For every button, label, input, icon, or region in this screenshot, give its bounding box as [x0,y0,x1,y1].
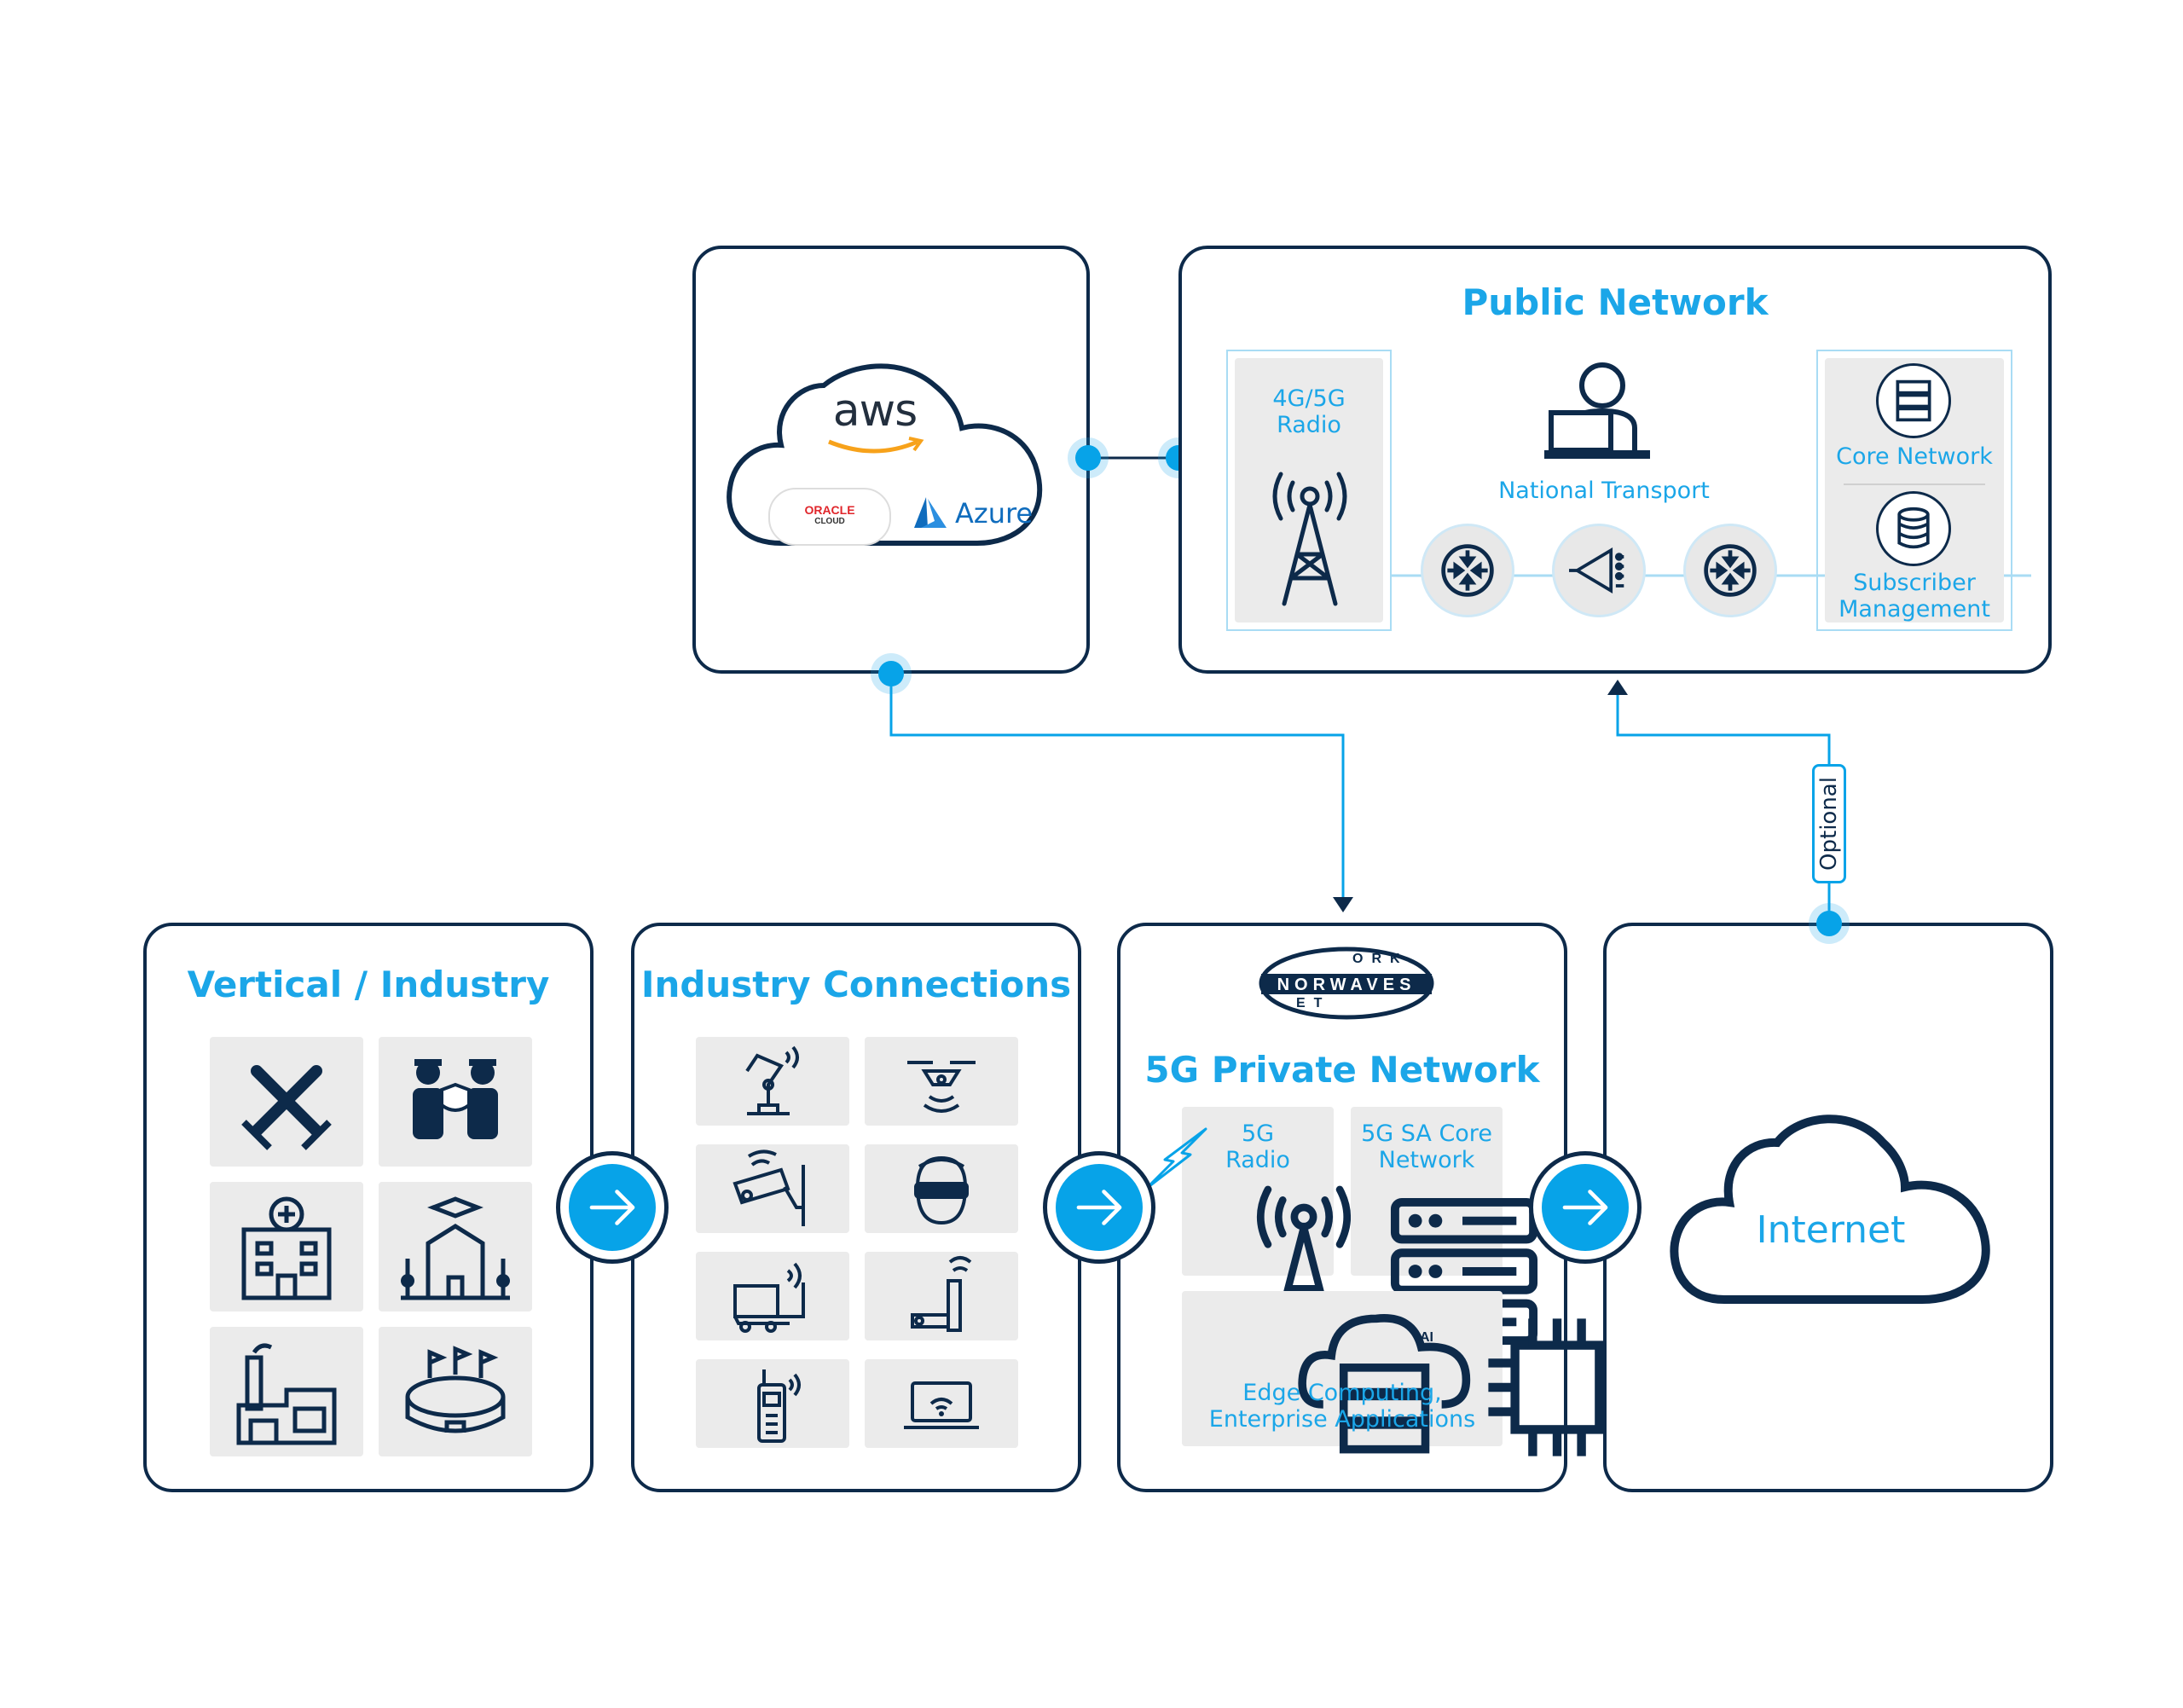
aws-logo: aws [815,385,935,457]
private-network-title: 5G Private Network [1144,1049,1540,1091]
hospital-icon [210,1182,363,1311]
router-icon [1421,524,1514,617]
cloud-server-icon [1298,1314,1471,1454]
cctv-camera-icon [696,1144,849,1233]
swords-icon [210,1037,363,1167]
oracle-cloud-logo: ORACLE CLOUD [768,488,891,546]
5g-radio-tile: 5G Radio [1182,1107,1351,1354]
router-icon-2 [1683,524,1777,617]
stadium-icon [379,1327,532,1456]
optional-badge: Optional [1812,764,1846,883]
security-guards-icon [379,1037,532,1167]
agv-vehicle-icon [696,1252,849,1340]
cloud-providers-panel: aws ORACLE CLOUD Azure [692,246,1090,674]
industry-connections-panel: Industry Connections [631,923,1081,1492]
private-network-panel: NORWAVES ORK ET 5G Private Network 5G Ra… [1117,923,1626,1492]
flow-arrow-3 [1529,1151,1642,1264]
vertical-industry-panel: Vertical / Industry [143,923,594,1492]
norwaves-logo: NORWAVES ORK ET [1257,945,1436,1022]
internet-top-connector-dot [1816,911,1842,936]
cloud-right-connector-dot [1075,445,1101,471]
laptop-wifi-icon [865,1359,1018,1448]
engineer-laptop-icon [1544,362,1650,459]
5g-sa-core-tile: 5G SA Core Network [1351,1107,1538,1346]
core-divider [1844,483,1985,485]
subscriber-management-label: Subscriber Management [1838,570,1990,623]
public-network-title: Public Network [1462,281,1769,323]
arrow-right-icon [1076,1190,1122,1225]
edge-computing-tile: AI Edge Computing, Enterprise Applicatio… [1182,1291,1626,1456]
internet-panel: Internet [1603,923,2053,1492]
factory-icon [210,1327,363,1456]
amplifier-icon [1552,524,1646,617]
walkie-talkie-icon [696,1359,849,1448]
vr-headset-icon [865,1144,1018,1233]
core-network-label: Core Network [1836,443,1993,470]
radio-label: 4G/5G Radio [1272,385,1346,439]
azure-logo: Azure [909,492,1037,535]
core-box: Core Network Subscriber Management [1816,350,2012,631]
core-server-icon [1876,363,1951,438]
arrow-right-icon [589,1190,635,1225]
public-network-panel: Public Network 4G/5G Radio National Tran… [1178,246,2052,674]
connected-machine-icon [865,1252,1018,1340]
ai-chip-label: AI [1420,1330,1433,1345]
5g-radio-label: 5G Radio [1225,1120,1290,1174]
vertical-industry-title: Vertical / Industry [187,964,550,1005]
radio-box: 4G/5G Radio [1226,350,1392,631]
arrow-right-icon [1562,1190,1608,1225]
drone-icon [865,1037,1018,1126]
robot-arm-icon [696,1037,849,1126]
flow-arrow-2 [1043,1151,1155,1264]
flow-arrow-1 [556,1151,669,1264]
national-transport-label: National Transport [1498,478,1710,504]
industry-connections-title: Industry Connections [640,964,1072,1005]
internet-label: Internet [1756,1208,1906,1252]
university-icon [379,1182,532,1311]
cloud-bottom-connector-dot [878,661,904,686]
wireless-signal-icon [1144,1127,1207,1190]
internet-cloud-icon [1670,1115,1990,1304]
5g-sa-core-label: 5G SA Core Network [1361,1120,1492,1174]
edge-computing-label: Edge Computing, Enterprise Applications [1208,1380,1476,1433]
database-icon [1876,491,1951,566]
radio-tower-icon [1272,472,1347,606]
